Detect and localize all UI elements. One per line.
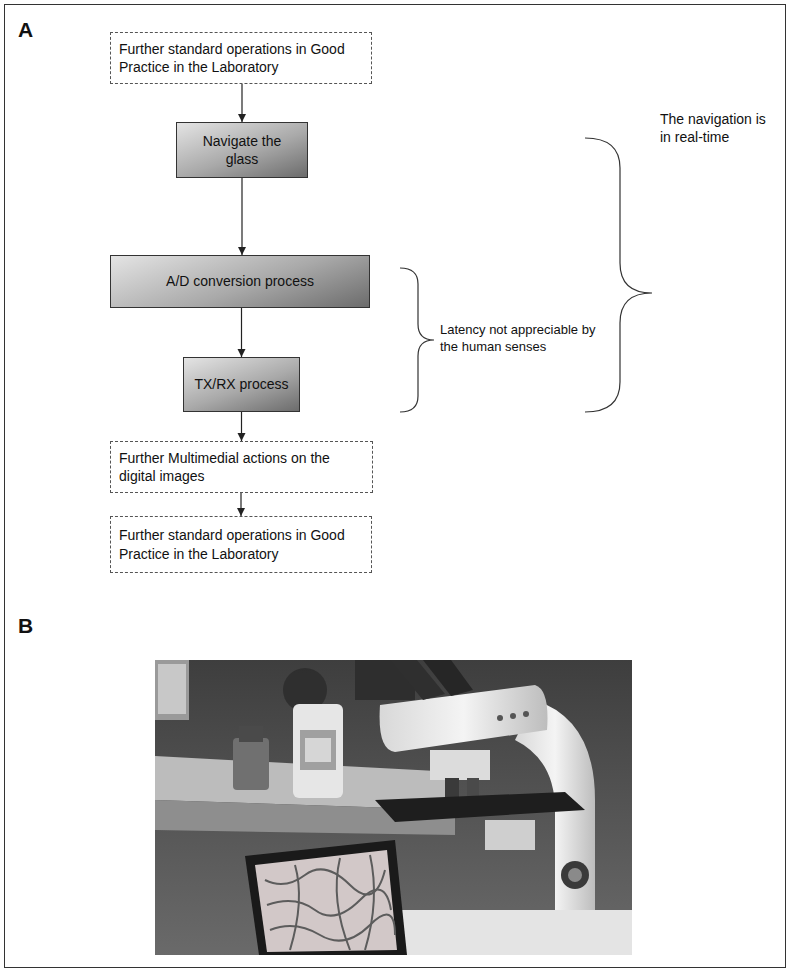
microscope-photo [155, 660, 632, 955]
box-text: Navigate the glass [185, 132, 299, 168]
flow-arrow [241, 178, 242, 255]
figure-frame [5, 5, 786, 968]
curly-brace [585, 138, 652, 412]
flow-arrow [241, 412, 242, 441]
brace-note: Latency not appreciable by the human sen… [440, 322, 600, 356]
box-text: Further Multimedial actions on the digit… [119, 449, 364, 485]
box-text: TX/RX process [192, 375, 291, 393]
flow-arrow [240, 493, 241, 516]
flow-arrow [241, 308, 242, 357]
dashed-box: Further standard operations in Good Prac… [110, 32, 372, 84]
flow-arrow [241, 84, 242, 122]
box-text: Further standard operations in Good Prac… [119, 526, 363, 562]
box-text: A/D conversion process [119, 272, 361, 290]
process-box: A/D conversion process [110, 255, 370, 308]
brace-note: The navigation is in real-time [660, 110, 780, 146]
process-box: Navigate the glass [176, 122, 308, 178]
process-box: TX/RX process [183, 357, 300, 412]
panel-letter: A [18, 16, 58, 43]
box-text: Further standard operations in Good Prac… [119, 40, 363, 76]
curly-brace [400, 268, 434, 412]
panel-letter: B [18, 612, 58, 639]
dashed-box: Further standard operations in Good Prac… [110, 516, 372, 573]
dashed-box: Further Multimedial actions on the digit… [110, 441, 373, 493]
